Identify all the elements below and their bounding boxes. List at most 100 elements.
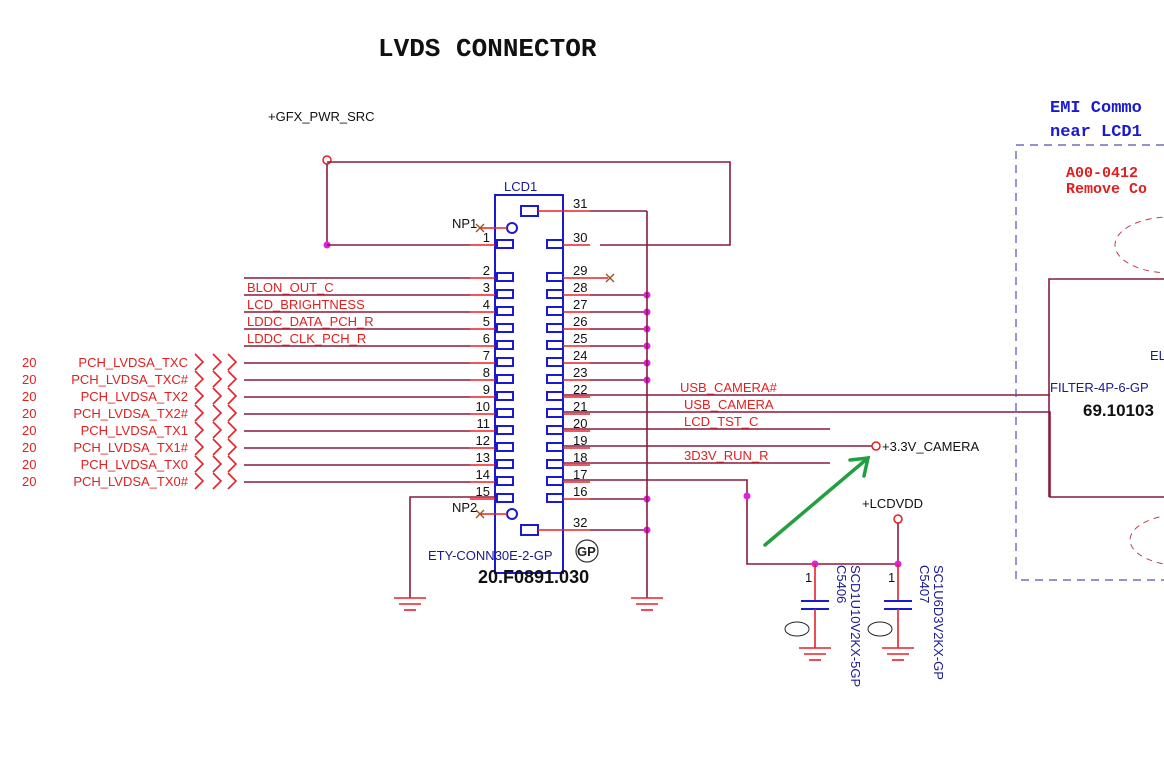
pin-number: 19 [573, 433, 587, 448]
off-page-connector-icon [194, 370, 205, 388]
pad-15 [496, 493, 514, 503]
off-page-connector-icon [227, 404, 238, 422]
camera-power-port [871, 441, 881, 451]
pin-number: 30 [573, 230, 587, 245]
pin-number: 20 [573, 416, 587, 431]
lvds-net-name: PCH_LVDSA_TX1 [81, 423, 188, 438]
lvds-net-name: PCH_LVDSA_TX0 [81, 457, 188, 472]
pin-number: 7 [483, 348, 490, 363]
off-page-connector-icon [227, 370, 238, 388]
pad-21 [546, 408, 564, 418]
pin-number: 1 [483, 230, 490, 245]
off-page-connector-icon [227, 438, 238, 456]
usb-camera-p-wire [563, 411, 1164, 498]
off-page-connector-icon [212, 472, 223, 490]
pad-1 [496, 239, 514, 249]
lvds-net-name: PCH_LVDSA_TX2# [73, 406, 188, 421]
pad-19 [546, 442, 564, 452]
pad-14 [496, 476, 514, 486]
page-ref: 20 [22, 389, 36, 404]
off-page-connector-icon [212, 438, 223, 456]
off-page-connector-icon [227, 472, 238, 490]
emi-region [1015, 144, 1164, 581]
pad-5 [496, 323, 514, 333]
gfx-power-label: +GFX_PWR_SRC [268, 109, 375, 124]
page-ref: 20 [22, 423, 36, 438]
pin-number: 32 [573, 515, 587, 530]
pin-number: 13 [476, 450, 490, 465]
off-page-connector-icon [194, 404, 205, 422]
net-label: 3D3V_RUN_R [684, 448, 769, 463]
off-page-connector-icon [194, 438, 205, 456]
pad-30 [546, 239, 564, 249]
pad-18 [546, 459, 564, 469]
pin-number: 8 [483, 365, 490, 380]
removed-part-outline [1129, 515, 1164, 565]
pad-22 [546, 391, 564, 401]
pad-26 [546, 323, 564, 333]
emi-title-2: near LCD1 [1050, 123, 1142, 142]
lvds-net-name: PCH_LVDSA_TXC [78, 355, 188, 370]
pin-number: 3 [483, 280, 490, 295]
off-page-connector-icon [212, 455, 223, 473]
pin-number: 16 [573, 484, 587, 499]
net-label: USB_CAMERA [684, 397, 774, 412]
pad-31 [520, 205, 539, 217]
off-page-connector-icon [227, 455, 238, 473]
pin-number: 4 [483, 297, 490, 312]
pad-27 [546, 306, 564, 316]
pin-number: 22 [573, 382, 587, 397]
cap-ref: C5407 [917, 565, 932, 603]
ground-icon [631, 597, 663, 611]
pin30-loop-wire [327, 161, 731, 246]
off-page-connector-icon [212, 387, 223, 405]
off-page-connector-icon [212, 421, 223, 439]
no-connect-icon [605, 273, 615, 283]
pad-25 [546, 340, 564, 350]
connector-part-number: 20.F0891.030 [478, 567, 589, 587]
pad-20 [546, 425, 564, 435]
pin-number: 24 [573, 348, 587, 363]
ground-icon [394, 597, 426, 611]
pad-9 [496, 391, 514, 401]
np1-hole [506, 222, 518, 234]
eco-mark-icon [784, 621, 810, 637]
pad-8 [496, 374, 514, 384]
lvds-net-name: PCH_LVDSA_TXC# [71, 372, 189, 387]
eco-mark-icon [867, 621, 893, 637]
page-ref: 20 [22, 372, 36, 387]
pad-29 [546, 272, 564, 282]
pin-number: 15 [476, 484, 490, 499]
filter-number: 69.10103 [1083, 401, 1154, 420]
off-page-connector-icon [227, 421, 238, 439]
pad-24 [546, 357, 564, 367]
emi-title-1: EMI Commo [1050, 99, 1142, 118]
pin-number: 21 [573, 399, 587, 414]
off-page-connector-icon [194, 421, 205, 439]
lcdvdd-label: +LCDVDD [862, 496, 923, 511]
net-label: BLON_OUT_C [247, 280, 334, 295]
pad-32 [520, 524, 539, 536]
camera-power-label: +3.3V_CAMERA [882, 439, 980, 454]
pad-11 [496, 425, 514, 435]
emi-note-1: A00-0412 [1066, 165, 1138, 182]
pin-number: 27 [573, 297, 587, 312]
cap-ref: C5406 [834, 565, 849, 603]
net-label: USB_CAMERA# [680, 380, 778, 395]
net-label: LCD_BRIGHTNESS [247, 297, 365, 312]
off-page-connector-icon [194, 353, 205, 371]
pin-number: 29 [573, 263, 587, 278]
cap-pin: 1 [888, 570, 895, 585]
pin-number: 23 [573, 365, 587, 380]
pin-number: 17 [573, 467, 587, 482]
junction [743, 492, 751, 500]
pad-7 [496, 357, 514, 367]
page-ref: 20 [22, 457, 36, 472]
pin-number: 9 [483, 382, 490, 397]
pad-28 [546, 289, 564, 299]
lcdvdd-wire [563, 479, 898, 565]
off-page-connector-icon [227, 387, 238, 405]
pin-number: 6 [483, 331, 490, 346]
pad-16 [546, 493, 564, 503]
pin-number: 18 [573, 450, 587, 465]
